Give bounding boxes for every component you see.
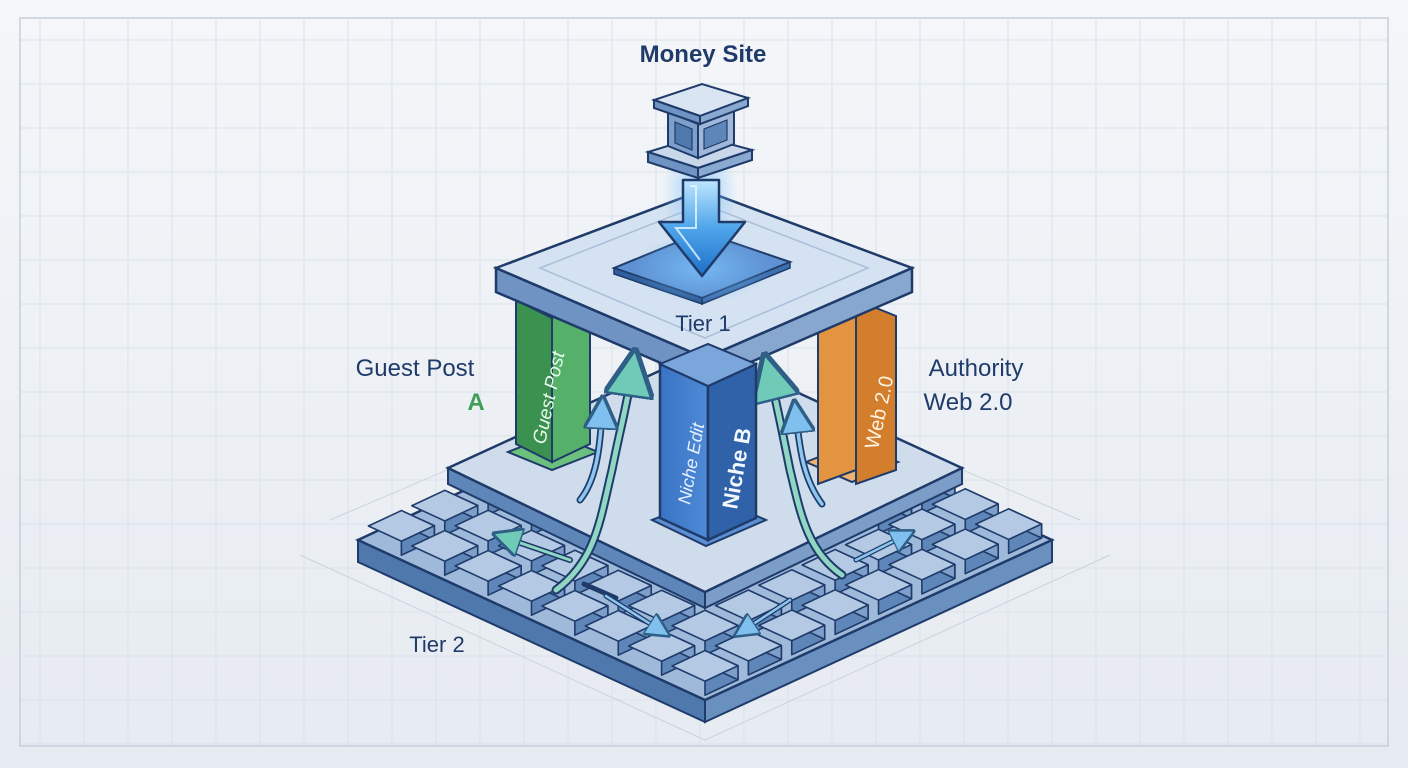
money-site-pedestal bbox=[644, 82, 756, 180]
tier2-tile bbox=[671, 649, 739, 696]
authority-label-line1: Authority bbox=[929, 355, 1024, 382]
flow-arrows bbox=[506, 372, 904, 630]
tier2-tile bbox=[801, 589, 869, 636]
authority-label-line2: Web 2.0 bbox=[924, 389, 1013, 416]
tier2-tile bbox=[410, 529, 479, 576]
tier2-tile bbox=[974, 508, 1043, 555]
tier2-tile bbox=[367, 509, 436, 556]
pillar-web20: Web 2.0 bbox=[803, 298, 901, 486]
tier2-tile bbox=[757, 609, 826, 656]
tier2-label: Tier 2 bbox=[409, 632, 464, 657]
tier2-tile bbox=[888, 548, 956, 595]
tier2-tile bbox=[454, 549, 522, 596]
frame-border bbox=[19, 17, 1389, 747]
guest-post-suffix: A bbox=[467, 389, 484, 416]
tier2-tile bbox=[844, 568, 913, 615]
tier2-tile bbox=[757, 569, 826, 616]
guest-post-label: Guest Post bbox=[356, 355, 475, 382]
pillar-niche-edit: Niche Edit Niche B bbox=[649, 342, 769, 548]
link-juice-arrow bbox=[632, 140, 772, 302]
pillar-guest-post: Guest Post bbox=[505, 298, 601, 472]
money-site-label: Money Site bbox=[640, 41, 767, 68]
tier1-label: Tier 1 bbox=[675, 311, 730, 336]
tier2-tile bbox=[931, 528, 1000, 575]
